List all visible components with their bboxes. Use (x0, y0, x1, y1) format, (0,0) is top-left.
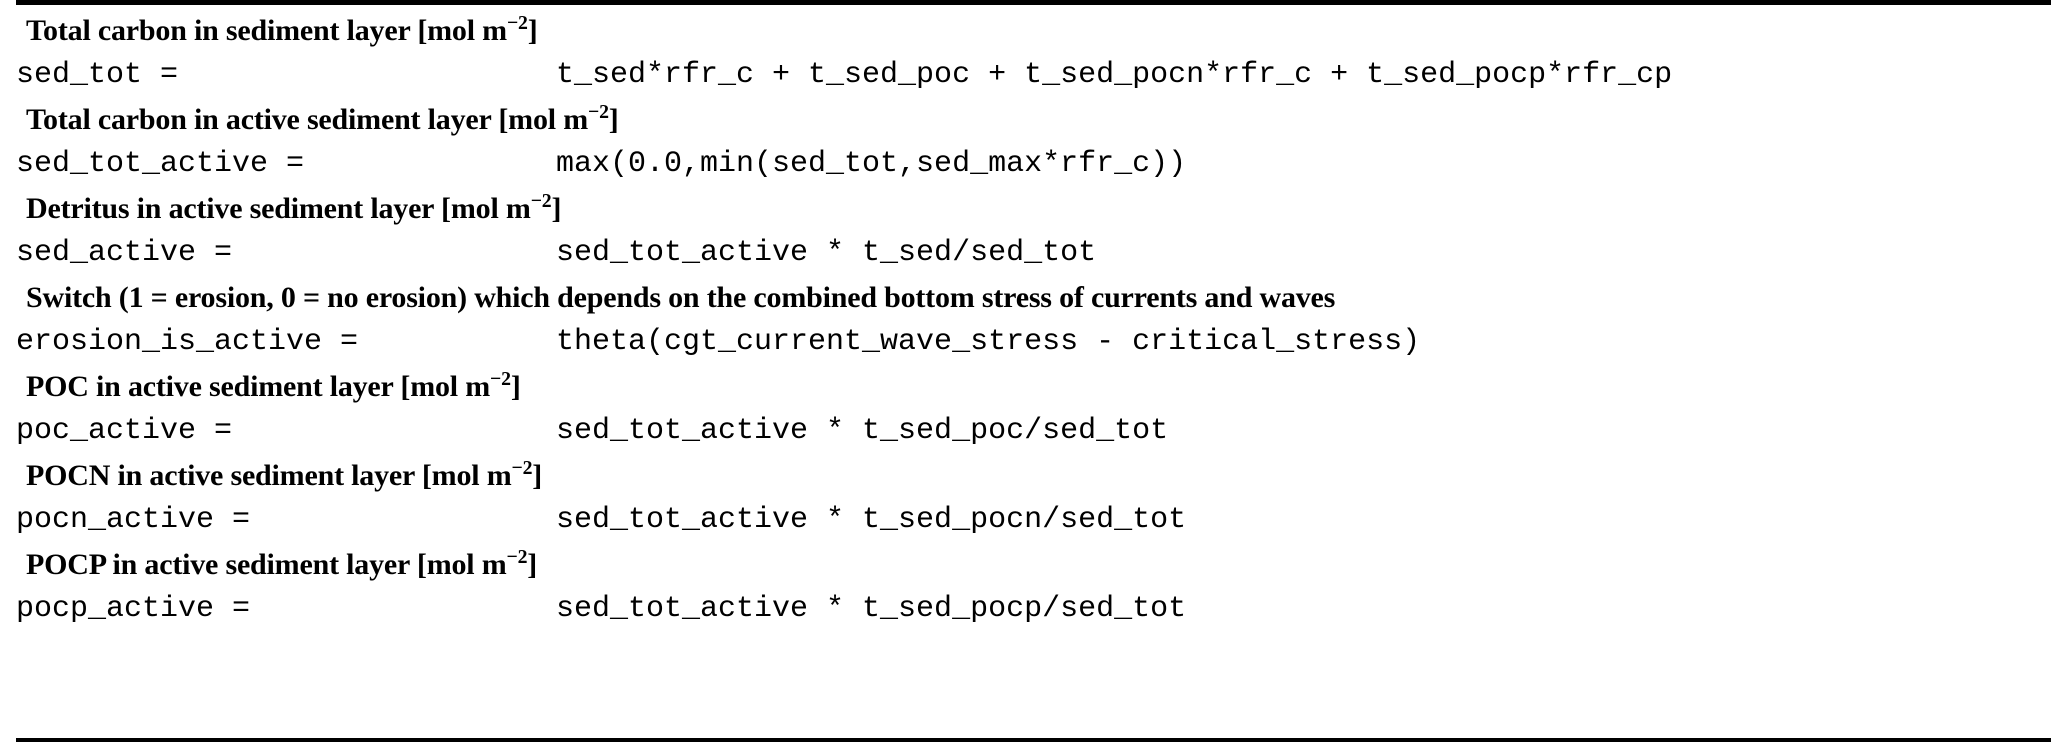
unit-label: mol m−2 (427, 12, 528, 47)
description-bracket-close: ] (527, 14, 538, 47)
unit-base: mol m (426, 548, 507, 581)
unit-base: mol m (508, 103, 588, 136)
equation-expression: t_sed*rfr_c + t_sed_poc + t_sed_pocn*rfr… (556, 58, 1673, 92)
description-text: POCN in active sediment layer [ (26, 459, 432, 492)
unit-base: mol m (431, 459, 512, 492)
unit-label: mol m−2 (426, 546, 528, 581)
unit-exponent: −2 (506, 12, 528, 34)
equation-variable: poc_active = (16, 414, 233, 448)
equation-description: POCP in active sediment layer [mol m−2] (16, 545, 2061, 585)
equation-description: Total carbon in active sediment layer [m… (16, 100, 2061, 140)
unit-label: mol m−2 (450, 190, 552, 225)
equation-variable: sed_active = (16, 236, 233, 270)
unit-exponent: −2 (588, 101, 609, 123)
unit-base: mol m (450, 192, 531, 225)
equation-row: poc_active = sed_tot_active * t_sed_poc/s… (16, 407, 2051, 456)
unit-base: mol m (427, 14, 507, 47)
equation-row: sed_tot = t_sed*rfr_c + t_sed_poc + t_sed… (16, 51, 2051, 100)
equation-expression: max(0.0,min(sed_tot,sed_max*rfr_c)) (556, 147, 1187, 181)
equation-row: pocp_active = sed_tot_active * t_sed_pocp… (16, 585, 2051, 634)
unit-base: mol m (410, 370, 491, 403)
equation-variable: pocp_active = (16, 592, 251, 626)
equation-variable: sed_tot_active = (16, 147, 305, 181)
unit-exponent: −2 (530, 190, 552, 212)
description-text: POC in active sediment layer [ (26, 370, 411, 403)
equation-expression: sed_tot_active * t_sed_pocn/sed_tot (556, 503, 1187, 537)
unit-exponent: −2 (490, 368, 511, 390)
unit-exponent: −2 (506, 546, 528, 568)
equation-variable: pocn_active = (16, 503, 251, 537)
equation-variable: erosion_is_active = (16, 325, 359, 359)
table-bottom-rule (16, 738, 2051, 742)
equation-row: pocn_active = sed_tot_active * t_sed_pocn… (16, 496, 2051, 545)
unit-exponent: −2 (511, 457, 533, 479)
table-body: Total carbon in sediment layer [mol m−2]… (16, 5, 2051, 738)
equation-row: sed_active = sed_tot_active * t_sed/sed_t… (16, 229, 2051, 278)
unit-label: mol m−2 (431, 457, 533, 492)
equation-description: POC in active sediment layer [mol m−2] (16, 367, 2061, 407)
description-bracket-close: ] (527, 548, 538, 581)
equation-expression: sed_tot_active * t_sed/sed_tot (556, 236, 1097, 270)
description-text: Total carbon in sediment layer [ (26, 14, 428, 47)
equation-row: erosion_is_active = theta(cgt_current_wav… (16, 318, 2051, 367)
unit-label: mol m−2 (508, 101, 609, 136)
description-text: POCP in active sediment layer [ (26, 548, 427, 581)
equation-description: Switch (1 = erosion, 0 = no erosion) whi… (16, 278, 2061, 318)
description-text: Detritus in active sediment layer [ (26, 192, 451, 225)
description-bracket-close: ] (532, 459, 543, 492)
table-top-rule (16, 0, 2051, 5)
description-text: Total carbon in active sediment layer [ (26, 103, 509, 136)
description-text: Switch (1 = erosion, 0 = no erosion) whi… (26, 281, 1336, 314)
equation-expression: theta(cgt_current_wave_stress - critical… (556, 325, 1421, 359)
equation-variable: sed_tot = (16, 58, 179, 92)
description-bracket-close: ] (510, 370, 521, 403)
description-bracket-close: ] (608, 103, 619, 136)
equation-expression: sed_tot_active * t_sed_pocp/sed_tot (556, 592, 1187, 626)
equation-description: Total carbon in sediment layer [mol m−2] (16, 11, 2061, 51)
unit-label: mol m−2 (410, 368, 511, 403)
description-bracket-close: ] (551, 192, 562, 225)
equation-description: Detritus in active sediment layer [mol m… (16, 189, 2061, 229)
equation-expression: sed_tot_active * t_sed_poc/sed_tot (556, 414, 1169, 448)
equation-row: sed_tot_active = max(0.0,min(sed_tot,sed_… (16, 140, 2051, 189)
equation-description: POCN in active sediment layer [mol m−2] (16, 456, 2061, 496)
